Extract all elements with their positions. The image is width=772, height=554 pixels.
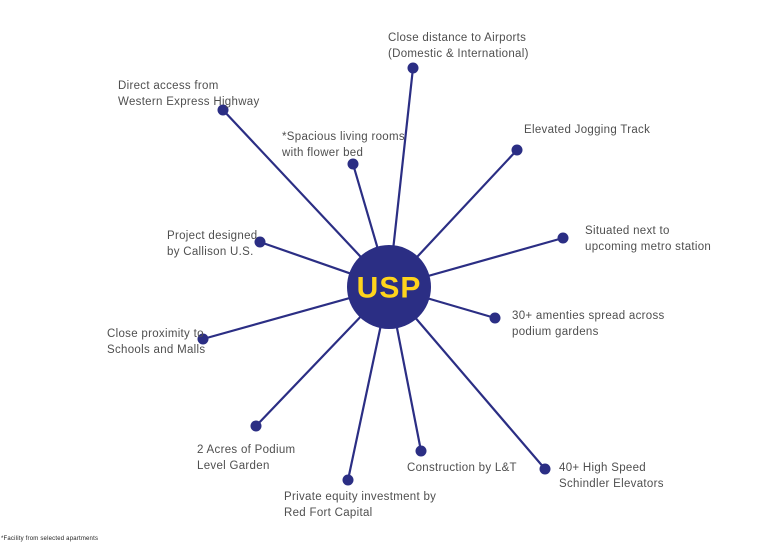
usp-center-circle bbox=[347, 245, 431, 329]
node-label-amenities: 30+ amenties spread across podium garden… bbox=[512, 310, 665, 339]
node-label-podium-garden: 2 Acres of Podium Level Garden bbox=[197, 444, 296, 473]
node-label-schools-malls: Close proximity to Schools and Malls bbox=[107, 328, 206, 357]
spoke-dot-amenities bbox=[489, 312, 501, 324]
spoke-dot-metro-station bbox=[557, 232, 569, 244]
spoke-dots bbox=[197, 62, 569, 486]
spoke-dot-podium-garden bbox=[250, 420, 262, 432]
node-label-elevators: 40+ High Speed Schindler Elevators bbox=[559, 462, 664, 491]
spoke-dot-elevators bbox=[539, 463, 551, 475]
node-label-metro-station: Situated next to upcoming metro station bbox=[585, 225, 712, 254]
node-label-living-rooms: *Spacious living rooms with flower bed bbox=[282, 131, 405, 160]
node-label-jogging-track: Elevated Jogging Track bbox=[524, 124, 651, 136]
spoke-dot-private-equity bbox=[342, 474, 354, 486]
spoke-dot-construction bbox=[415, 445, 427, 457]
node-label-private-equity: Private equity investment by Red Fort Ca… bbox=[284, 491, 437, 520]
spoke-dot-highway bbox=[217, 104, 229, 116]
node-label-airports: Close distance to Airports (Domestic & I… bbox=[388, 32, 529, 61]
node-label-highway: Direct access from Western Express Highw… bbox=[118, 80, 260, 109]
node-label-construction: Construction by L&T bbox=[407, 462, 517, 474]
footnote-text: *Facility from selected apartments bbox=[1, 536, 99, 542]
spoke-dot-living-rooms bbox=[347, 158, 359, 170]
spoke-dot-jogging-track bbox=[511, 144, 523, 156]
usp-center-label: USP bbox=[357, 272, 422, 305]
spoke-dot-callison bbox=[254, 236, 266, 248]
node-label-callison: Project designed by Callison U.S. bbox=[167, 230, 258, 259]
spoke-dot-airports bbox=[407, 62, 419, 74]
spoke-dot-schools-malls bbox=[197, 333, 209, 345]
